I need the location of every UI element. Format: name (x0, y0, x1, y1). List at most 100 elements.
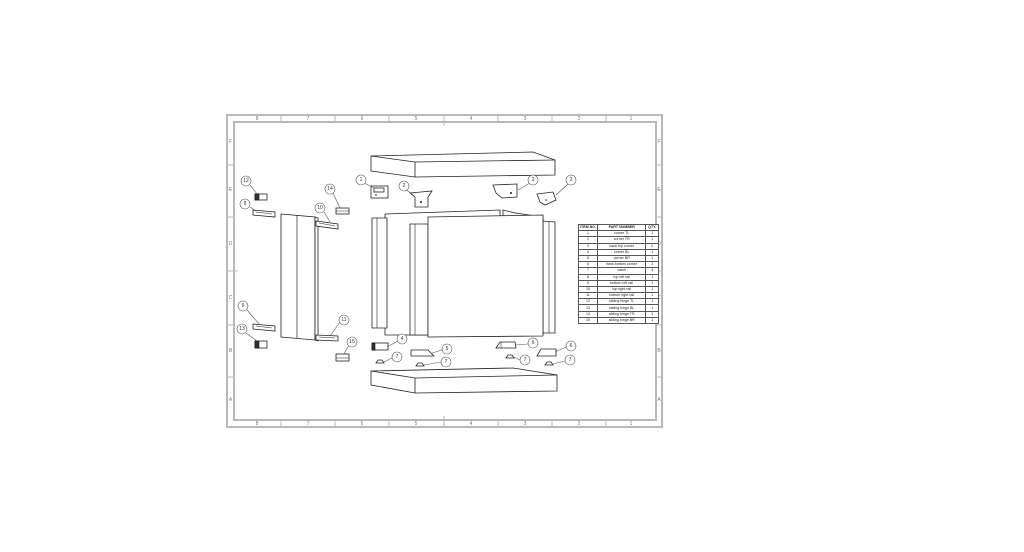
svg-text:13: 13 (239, 326, 245, 332)
top-zone-ticks (280, 115, 607, 126)
svg-text:8: 8 (256, 116, 259, 122)
balloon-9[interactable]: 9 (237, 300, 261, 326)
top-panel (370, 151, 556, 178)
balloon-7-b[interactable]: 7 (423, 356, 452, 368)
left-zone-ticks (227, 164, 238, 378)
left-zone-labels: F E D C B A (229, 139, 233, 403)
svg-text:8: 8 (256, 421, 259, 427)
svg-text:7: 7 (307, 421, 310, 427)
balloon-4[interactable]: 4 (386, 333, 408, 348)
bom-header-item: ITEM NO. (578, 223, 598, 232)
left-door-panel (280, 213, 319, 342)
balloon-5[interactable]: 5 (431, 343, 453, 355)
svg-text:2: 2 (403, 183, 406, 189)
right-zone-labels: F E D C B A (657, 139, 661, 403)
svg-text:7: 7 (524, 357, 527, 363)
svg-text:D: D (657, 241, 661, 247)
svg-text:1: 1 (630, 116, 633, 122)
svg-text:3: 3 (524, 116, 527, 122)
part-7a-catch (375, 359, 385, 364)
part-4-corner-bl (371, 342, 389, 351)
svg-text:5: 5 (415, 421, 418, 427)
svg-text:4: 4 (401, 336, 404, 342)
svg-text:F: F (657, 139, 660, 145)
balloon-11[interactable]: 11 (329, 314, 350, 337)
svg-text:C: C (229, 295, 233, 301)
svg-text:1: 1 (630, 421, 633, 427)
svg-text:6: 6 (361, 116, 364, 122)
svg-text:6: 6 (532, 340, 535, 346)
balloon-7-a[interactable]: 7 (383, 351, 403, 363)
svg-text:7: 7 (569, 357, 572, 363)
bottom-zone-labels: 8 7 6 5 4 3 2 1 (256, 421, 633, 427)
svg-text:7: 7 (445, 359, 448, 365)
svg-text:15: 15 (349, 339, 355, 345)
part-13-sliding-hinge-bl (254, 340, 268, 349)
svg-text:14: 14 (327, 186, 333, 192)
balloon-15[interactable]: 15 (343, 336, 358, 355)
svg-text:3: 3 (532, 177, 535, 183)
svg-text:12: 12 (243, 178, 249, 184)
bom-qty: 1 (645, 316, 659, 325)
svg-text:6: 6 (570, 343, 573, 349)
part-10-top-right-rail (315, 220, 339, 230)
balloon-7-c[interactable]: 7 (513, 354, 531, 366)
svg-text:4: 4 (470, 421, 473, 427)
part-15-sliding-hinge-br (335, 353, 350, 362)
svg-text:D: D (229, 241, 233, 247)
svg-text:1: 1 (360, 177, 363, 183)
part-6b-back-bottom-corner (536, 348, 557, 357)
part-7b-catch (415, 362, 425, 367)
balloon-2[interactable]: 2 (398, 180, 414, 196)
svg-text:3: 3 (570, 177, 573, 183)
svg-text:B: B (229, 348, 233, 354)
svg-text:A: A (229, 397, 233, 403)
svg-text:8: 8 (244, 201, 247, 207)
svg-text:2: 2 (578, 116, 581, 122)
svg-text:5: 5 (415, 116, 418, 122)
balloon-6-b[interactable]: 6 (554, 340, 577, 353)
svg-text:6: 6 (361, 421, 364, 427)
part-12-sliding-hinge-tl (254, 193, 268, 201)
balloon-1[interactable]: 1 (355, 174, 375, 189)
bottom-zone-ticks (280, 416, 607, 427)
svg-text:9: 9 (242, 303, 245, 309)
balloon-8[interactable]: 8 (239, 198, 257, 212)
svg-text:7: 7 (307, 116, 310, 122)
cabinet-body (371, 209, 556, 338)
balloon-3-a[interactable]: 3 (517, 174, 539, 191)
part-14-sliding-hinge-tr (335, 207, 350, 215)
bom-item: 15 (578, 316, 598, 325)
top-zone-labels: 8 7 6 5 4 3 2 1 (256, 116, 633, 122)
part-2-corner-tr (408, 190, 433, 208)
svg-text:E: E (229, 187, 233, 193)
bom-part: sliding hinge BR (596, 316, 647, 325)
balloon-7-d[interactable]: 7 (552, 354, 576, 366)
svg-text:4: 4 (470, 116, 473, 122)
balloon-3-b[interactable]: 3 (555, 174, 577, 196)
svg-text:7: 7 (396, 354, 399, 360)
balloon-14[interactable]: 14 (324, 183, 341, 209)
part-7c-catch (505, 354, 515, 359)
balloon-6-a[interactable]: 6 (515, 337, 539, 349)
part-1-corner-tl (370, 185, 389, 199)
part-11-bottom-right-rail (315, 334, 339, 342)
svg-text:3: 3 (524, 421, 527, 427)
svg-text:2: 2 (578, 421, 581, 427)
part-7d-catch (544, 361, 554, 366)
svg-text:E: E (657, 187, 661, 193)
balloon-13[interactable]: 13 (236, 323, 258, 342)
part-9-bottom-left-rail (252, 323, 276, 332)
part-3a-back-top-corner (492, 183, 518, 199)
bottom-panel (370, 367, 558, 394)
part-5-corner-br (410, 349, 435, 357)
svg-text:5: 5 (446, 346, 449, 352)
part-6a-back-bottom-corner (495, 341, 517, 349)
balloon-12[interactable]: 12 (240, 175, 258, 195)
part-8-top-left-rail (252, 209, 276, 218)
part-3b-back-top-corner (536, 191, 557, 206)
balloon-10[interactable]: 10 (314, 202, 331, 223)
